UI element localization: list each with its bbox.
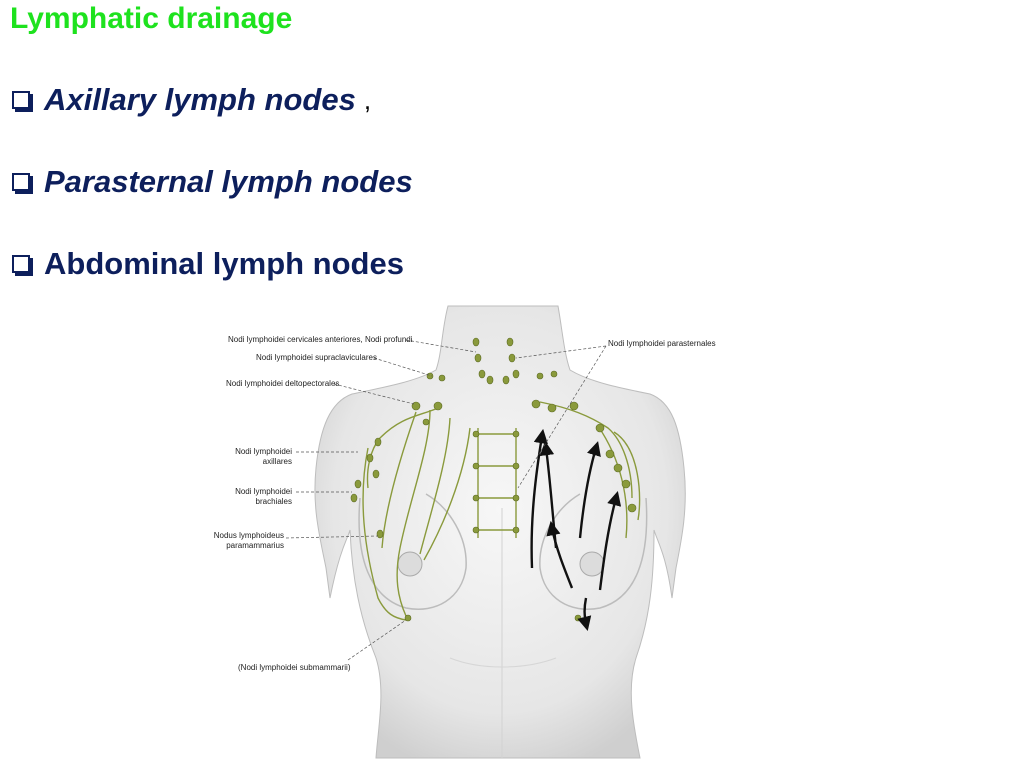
label-axillary-2: axillares (263, 457, 292, 466)
checkbox-bullet-icon (12, 255, 30, 273)
lymph-nodes (350, 337, 637, 622)
bullet-abdominal: Abdominal lymph nodes (12, 246, 404, 282)
label-submammary: (Nodi lymphoidei submammarii) (238, 663, 351, 672)
lymph-anatomy-figure: Nodi lymphoidei cervicales anteriores, N… (180, 298, 740, 760)
lymph-vessels-left (539, 401, 641, 539)
label-deltopectoral: Nodi lymphoidei deltopectorales (226, 379, 339, 388)
torso-illustration: Nodi lymphoidei cervicales anteriores, N… (214, 305, 716, 759)
label-parasternal: Nodi lymphoidei parasternales (608, 339, 716, 348)
nipple-left (579, 551, 605, 577)
lymph-vessels-right (362, 407, 517, 621)
torso-shape (314, 305, 686, 759)
checkbox-bullet-icon (12, 173, 30, 191)
label-cervical: Nodi lymphoidei cervicales anteriores, N… (228, 335, 413, 344)
bullet-text: Parasternal lymph nodes (44, 164, 413, 199)
drainage-arrows (530, 428, 622, 631)
label-brachial-2: brachiales (256, 497, 292, 506)
breast-right-shape (358, 493, 467, 610)
checkbox-bullet-icon (12, 91, 30, 109)
bullet-axillary: Axillary lymph nodes , (12, 82, 371, 118)
label-axillary-1: Nodi lymphoidei (235, 447, 292, 456)
label-brachial-1: Nodi lymphoidei (235, 487, 292, 496)
label-paramammary-2: paramammarius (226, 541, 284, 550)
bullet-text: Abdominal lymph nodes (44, 246, 404, 281)
slide-title: Lymphatic drainage (10, 2, 293, 35)
label-supraclavicular: Nodi lymphoidei supraclaviculares (256, 353, 377, 362)
bullet-text: Axillary lymph nodes (44, 82, 356, 117)
nipple-right (397, 551, 423, 577)
abdomen-line (449, 657, 557, 668)
leader-lines (285, 339, 607, 661)
label-paramammary-1: Nodus lymphoideus (214, 531, 284, 540)
bullet-parasternal: Parasternal lymph nodes (12, 164, 413, 200)
bullet-suffix: , (363, 84, 372, 115)
